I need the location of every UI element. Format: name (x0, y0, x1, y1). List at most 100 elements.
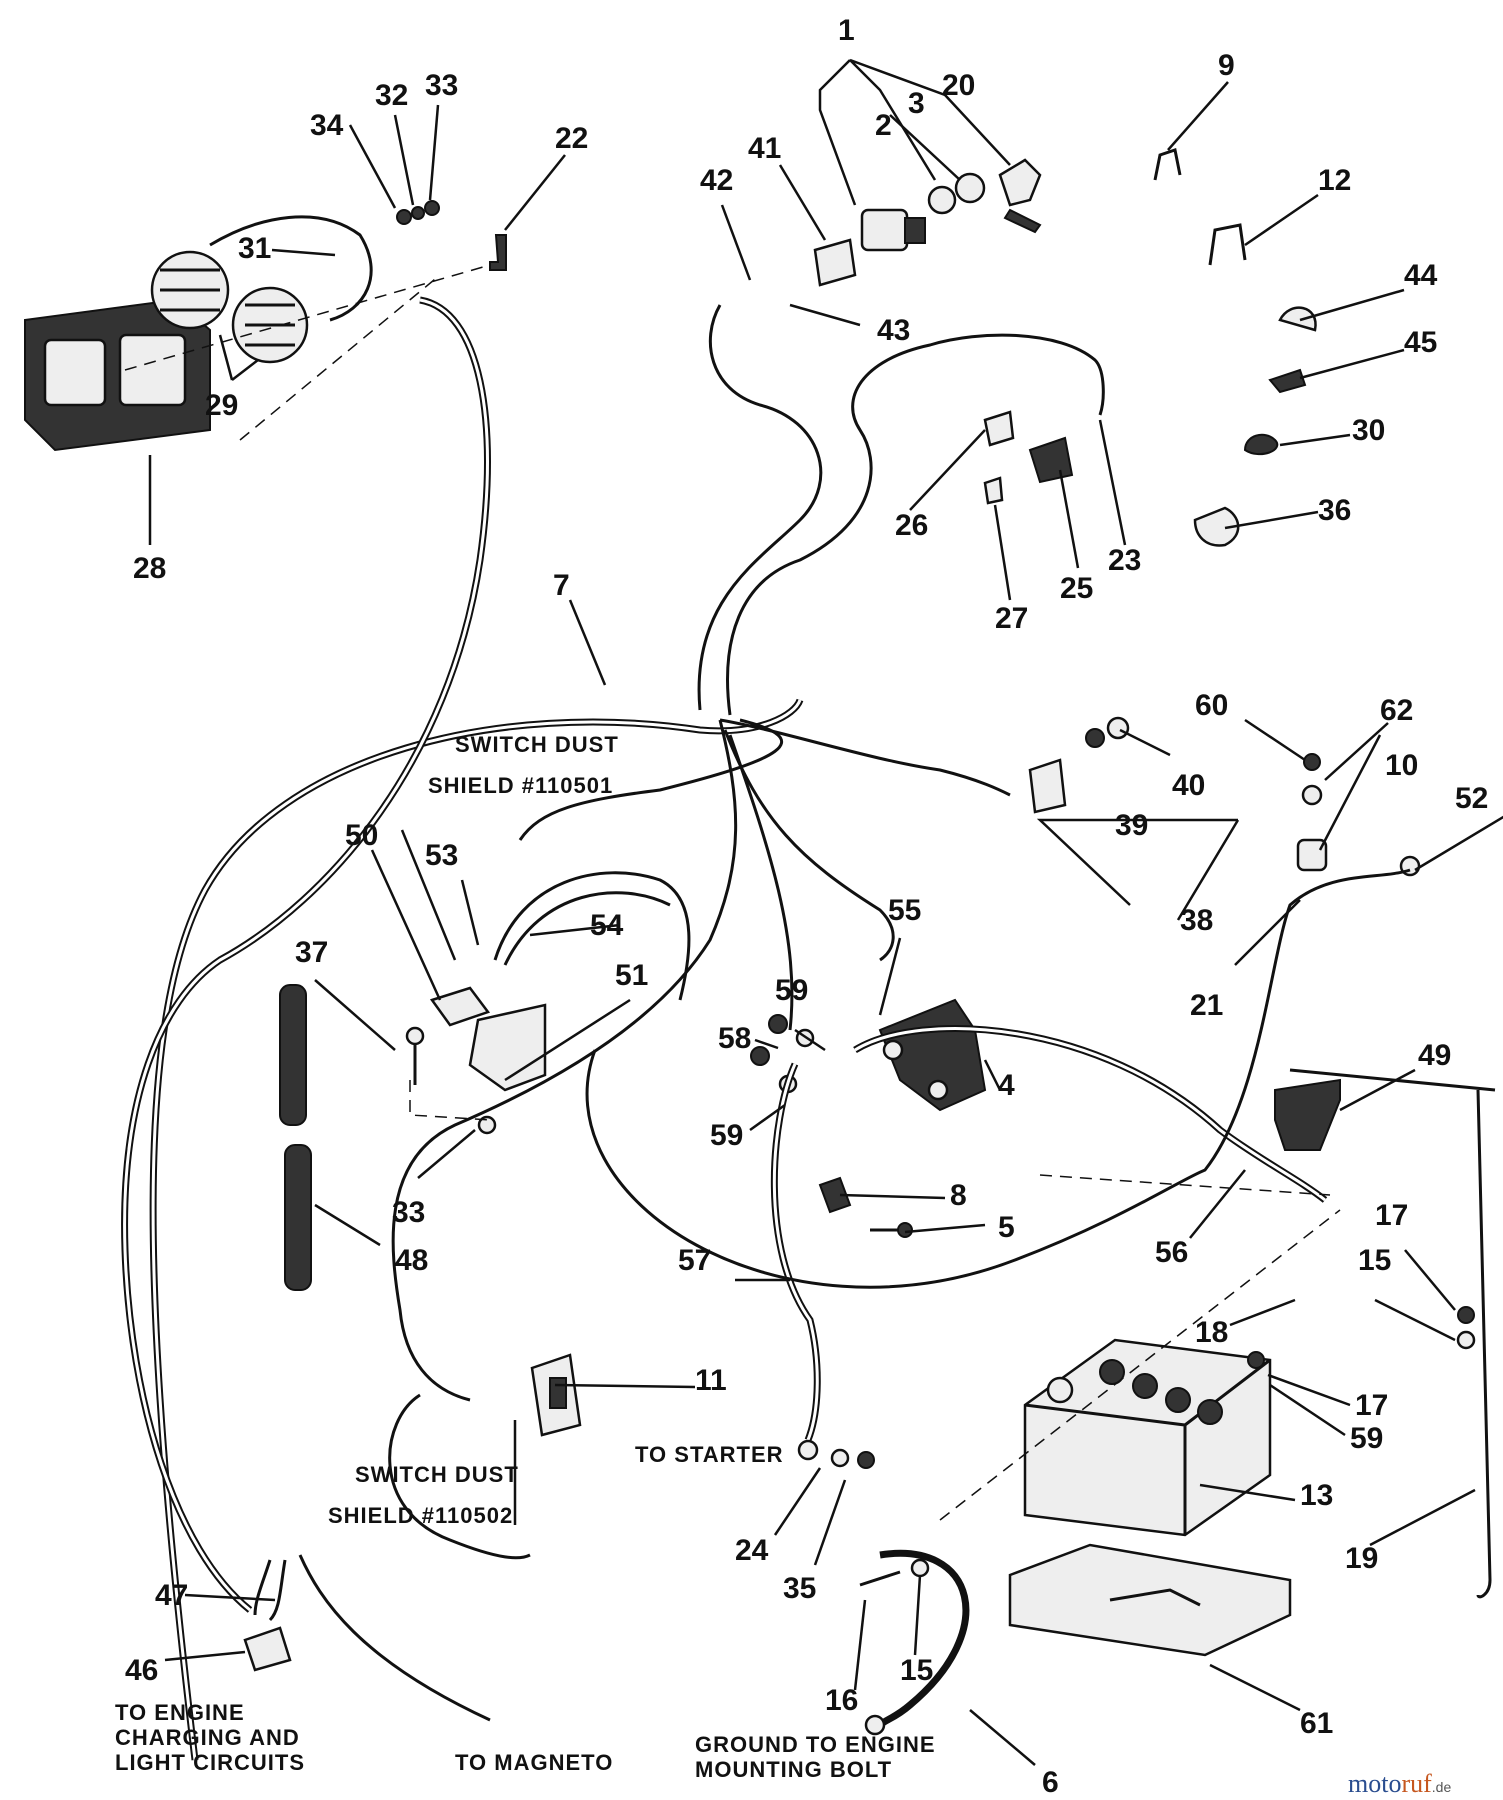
callout-59-battery: 59 (1350, 1422, 1383, 1455)
to-engine-line1: TO ENGINE (115, 1700, 245, 1725)
switch-dust-shield-110502-line2: SHIELD #110502 (328, 1503, 513, 1528)
callout-5: 5 (998, 1211, 1015, 1244)
cable-56 (585, 868, 1411, 1289)
callout-32: 32 (375, 79, 408, 112)
battery-tray-61 (1008, 1543, 1292, 1657)
callout-40: 40 (1172, 769, 1205, 802)
headlight-housing (24, 298, 211, 452)
callout-41: 41 (748, 132, 781, 165)
hold-down-rod (1247, 1068, 1496, 1599)
callout-34: 34 (310, 109, 344, 142)
callout-31: 31 (238, 232, 271, 265)
engine-leads (243, 1554, 491, 1722)
callout-43: 43 (877, 314, 910, 347)
alignment-lines (124, 264, 1341, 1521)
callout-15-upper: 15 (1358, 1244, 1391, 1277)
callout-25: 25 (1060, 572, 1093, 605)
switch-11-leads (388, 1393, 531, 1560)
connectors-mid (983, 410, 1074, 505)
callout-33: 33 (425, 69, 458, 102)
switch-38 (1028, 716, 1130, 814)
callout-33-bracket: 33 (392, 1196, 425, 1229)
callout-46: 46 (125, 1654, 158, 1687)
callout-62: 62 (1380, 694, 1413, 727)
callout-53: 53 (425, 839, 458, 872)
callout-3: 3 (908, 87, 925, 120)
callout-9: 9 (1218, 49, 1235, 82)
switch-dust-shield-110501-line1: SWITCH DUST (455, 732, 619, 757)
callout-54: 54 (590, 909, 624, 942)
callout-8: 8 (950, 1179, 967, 1212)
callout-numbers: 1 2 3 20 9 12 44 45 30 36 34 32 33 22 31… (125, 14, 1488, 1799)
callout-55: 55 (888, 894, 921, 927)
callout-59-lower: 59 (710, 1119, 743, 1152)
callout-17-lower: 17 (1355, 1389, 1388, 1422)
callout-24: 24 (735, 1534, 769, 1567)
callout-52: 52 (1455, 782, 1488, 815)
connector-41 (813, 238, 857, 287)
callout-29: 29 (205, 389, 238, 422)
callout-19: 19 (1345, 1542, 1378, 1575)
callout-20: 20 (942, 69, 975, 102)
callout-51: 51 (615, 959, 648, 992)
boot-49 (1274, 1078, 1341, 1151)
callout-28: 28 (133, 552, 166, 585)
callout-60: 60 (1195, 689, 1228, 722)
callout-17-upper: 17 (1375, 1199, 1408, 1232)
callout-7: 7 (553, 569, 570, 602)
cable-57 (770, 1062, 875, 1469)
callout-11: 11 (695, 1364, 727, 1397)
callout-50: 50 (345, 819, 378, 852)
switch-50-leads (493, 871, 691, 1001)
callout-12: 12 (1318, 164, 1351, 197)
switch-dust-shield-110502-line1: SWITCH DUST (355, 1462, 519, 1487)
callout-38: 38 (1180, 904, 1213, 937)
to-engine-line2: CHARGING AND (115, 1725, 300, 1750)
callout-18: 18 (1195, 1316, 1228, 1349)
switch-bracket (405, 986, 547, 1135)
callout-1: 1 (838, 14, 855, 47)
callout-42: 42 (700, 164, 733, 197)
bolt-16 (859, 1558, 930, 1587)
callout-13: 13 (1300, 1479, 1333, 1512)
callout-30: 30 (1352, 414, 1385, 447)
ground-cable-6 (877, 1549, 970, 1728)
callout-61: 61 (1300, 1707, 1333, 1740)
callout-10: 10 (1385, 749, 1418, 782)
callout-39: 39 (1115, 809, 1148, 842)
battery-13 (1023, 1338, 1272, 1537)
callout-48: 48 (395, 1244, 428, 1277)
wire-sleeving-48 (279, 984, 312, 1291)
callout-57: 57 (678, 1244, 711, 1277)
captions: SWITCH DUST SHIELD #110501 SWITCH DUST S… (115, 732, 936, 1782)
clips-column (1153, 148, 1317, 547)
callout-21: 21 (1190, 989, 1223, 1022)
callout-35: 35 (783, 1572, 816, 1605)
to-engine-line3: LIGHT CIRCUITS (115, 1750, 305, 1775)
callout-16: 16 (825, 1684, 858, 1717)
headlight-lead-wire (121, 296, 491, 1613)
watermark-logo: motoruf.de (1348, 1769, 1451, 1798)
watermark-part2: ruf (1401, 1769, 1432, 1798)
callout-37: 37 (295, 936, 328, 969)
ground-label-line2: MOUNTING BOLT (695, 1757, 892, 1782)
headlight-hardware (396, 200, 507, 271)
callout-47: 47 (155, 1579, 188, 1612)
callout-44: 44 (1404, 259, 1438, 292)
callout-45: 45 (1404, 326, 1437, 359)
callout-56: 56 (1155, 1236, 1188, 1269)
ignition-switch (860, 158, 1042, 252)
to-starter-label: TO STARTER (635, 1442, 784, 1467)
switch-10 (1296, 753, 1421, 877)
callout-4: 4 (998, 1069, 1015, 1102)
ground-label-line1: GROUND TO ENGINE (695, 1732, 936, 1757)
callout-59-upper: 59 (775, 974, 808, 1007)
callout-36: 36 (1318, 494, 1351, 527)
headlight-lamps (150, 250, 309, 364)
callout-49: 49 (1418, 1039, 1451, 1072)
callout-22: 22 (555, 122, 588, 155)
switch-dust-shield-110501-line2: SHIELD #110501 (428, 773, 613, 798)
to-magneto-label: TO MAGNETO (455, 1750, 613, 1775)
watermark-text: motoruf.de (1348, 1769, 1451, 1798)
